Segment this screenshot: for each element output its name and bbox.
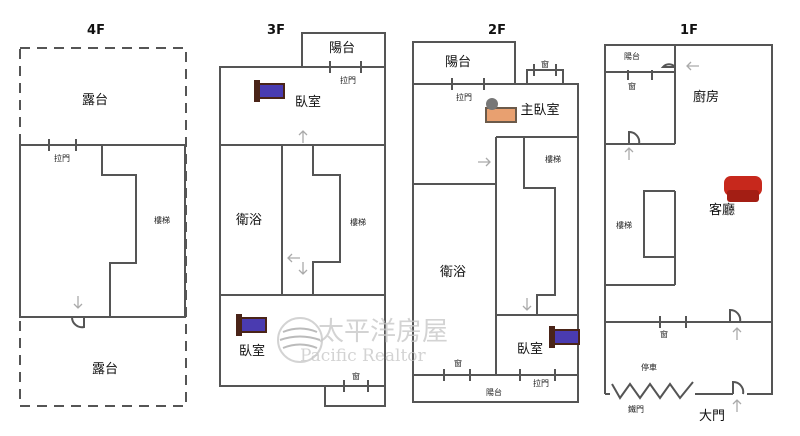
watermark-text-group: 太平洋房屋 Pacific Realtor xyxy=(300,317,448,366)
arrow-icon xyxy=(73,296,83,309)
room-label: 陽台 xyxy=(624,51,640,61)
stairwell-wall xyxy=(523,137,556,315)
floor-3f: 3F 陽台 拉門 臥室 衛浴 樓梯 臥室 窗 xyxy=(219,23,386,407)
watermark-logo xyxy=(277,317,323,363)
room-label: 窗 xyxy=(352,371,360,381)
room-label: 衛浴 xyxy=(440,265,466,280)
room-label: 陽台 xyxy=(486,387,502,397)
room-label: 拉門 xyxy=(456,92,472,102)
room-label: 臥室 xyxy=(517,341,543,357)
doors xyxy=(627,63,745,395)
room-label: 樓梯 xyxy=(616,220,632,230)
room-label: 停車 xyxy=(641,362,657,372)
room-label: 窗 xyxy=(628,81,636,91)
stairwell-wall xyxy=(101,145,137,317)
bed-icon xyxy=(236,314,267,336)
room-label: 拉門 xyxy=(54,153,70,163)
floor-2f: 2F 陽台 窗 拉門 主臥室 樓梯 衛浴 臥室 窗 拉門 陽台 xyxy=(412,23,580,403)
floor-outline xyxy=(412,83,579,403)
room-label: 廚房 xyxy=(693,89,719,105)
arrow-icon xyxy=(624,61,742,412)
room-label: 拉門 xyxy=(340,75,356,85)
door-marks xyxy=(443,64,557,381)
watermark-text-en: Pacific Realtor xyxy=(300,346,427,366)
floor-1f: 1F 陽台 窗 廚房 客廳 樓梯 窗 停車 鐵門 大門 xyxy=(604,23,773,424)
floor-4f: 4F 露台 拉門 樓梯 露台 xyxy=(19,23,187,407)
door xyxy=(70,316,85,329)
window-box xyxy=(324,385,386,407)
room-label: 露台 xyxy=(92,362,118,377)
room-label: 樓梯 xyxy=(154,215,170,225)
room-label: 拉門 xyxy=(533,378,549,388)
door-marks xyxy=(329,61,369,392)
room-label: 衛浴 xyxy=(236,213,262,228)
room-label: 窗 xyxy=(660,329,668,339)
floor-title: 4F xyxy=(87,23,105,38)
room-label: 樓梯 xyxy=(545,154,561,164)
floor-title: 1F xyxy=(680,23,698,38)
iron-gate xyxy=(611,381,694,400)
sliding-door-marks xyxy=(48,139,77,151)
arrow-icon xyxy=(478,157,532,311)
watermark-text: 太平洋房屋 xyxy=(318,317,448,347)
floor-outline xyxy=(604,44,773,395)
interior-walls xyxy=(220,144,385,296)
room-label: 樓梯 xyxy=(350,217,366,227)
floor-title: 3F xyxy=(267,23,285,38)
bed-icon xyxy=(549,326,580,348)
floor-title: 2F xyxy=(488,23,506,38)
floor-outline xyxy=(219,66,386,387)
room-label: 客廳 xyxy=(709,202,735,218)
room-label: 臥室 xyxy=(239,343,265,359)
room-label: 陽台 xyxy=(445,55,471,70)
room-label: 窗 xyxy=(541,59,549,69)
sofa-icon xyxy=(724,176,762,202)
arrow-icon xyxy=(287,130,308,275)
room-label: 窗 xyxy=(454,358,462,368)
bed-icon xyxy=(254,80,285,102)
room-label: 主臥室 xyxy=(520,102,559,118)
room-label: 臥室 xyxy=(295,94,321,110)
room-label: 大門 xyxy=(699,409,725,424)
stairwell-wall xyxy=(312,145,341,295)
room-label: 鐵門 xyxy=(628,404,644,414)
interior-walls xyxy=(413,69,578,376)
bed-icon xyxy=(485,98,517,123)
room-label: 陽台 xyxy=(329,41,355,56)
room-label: 露台 xyxy=(82,93,108,108)
